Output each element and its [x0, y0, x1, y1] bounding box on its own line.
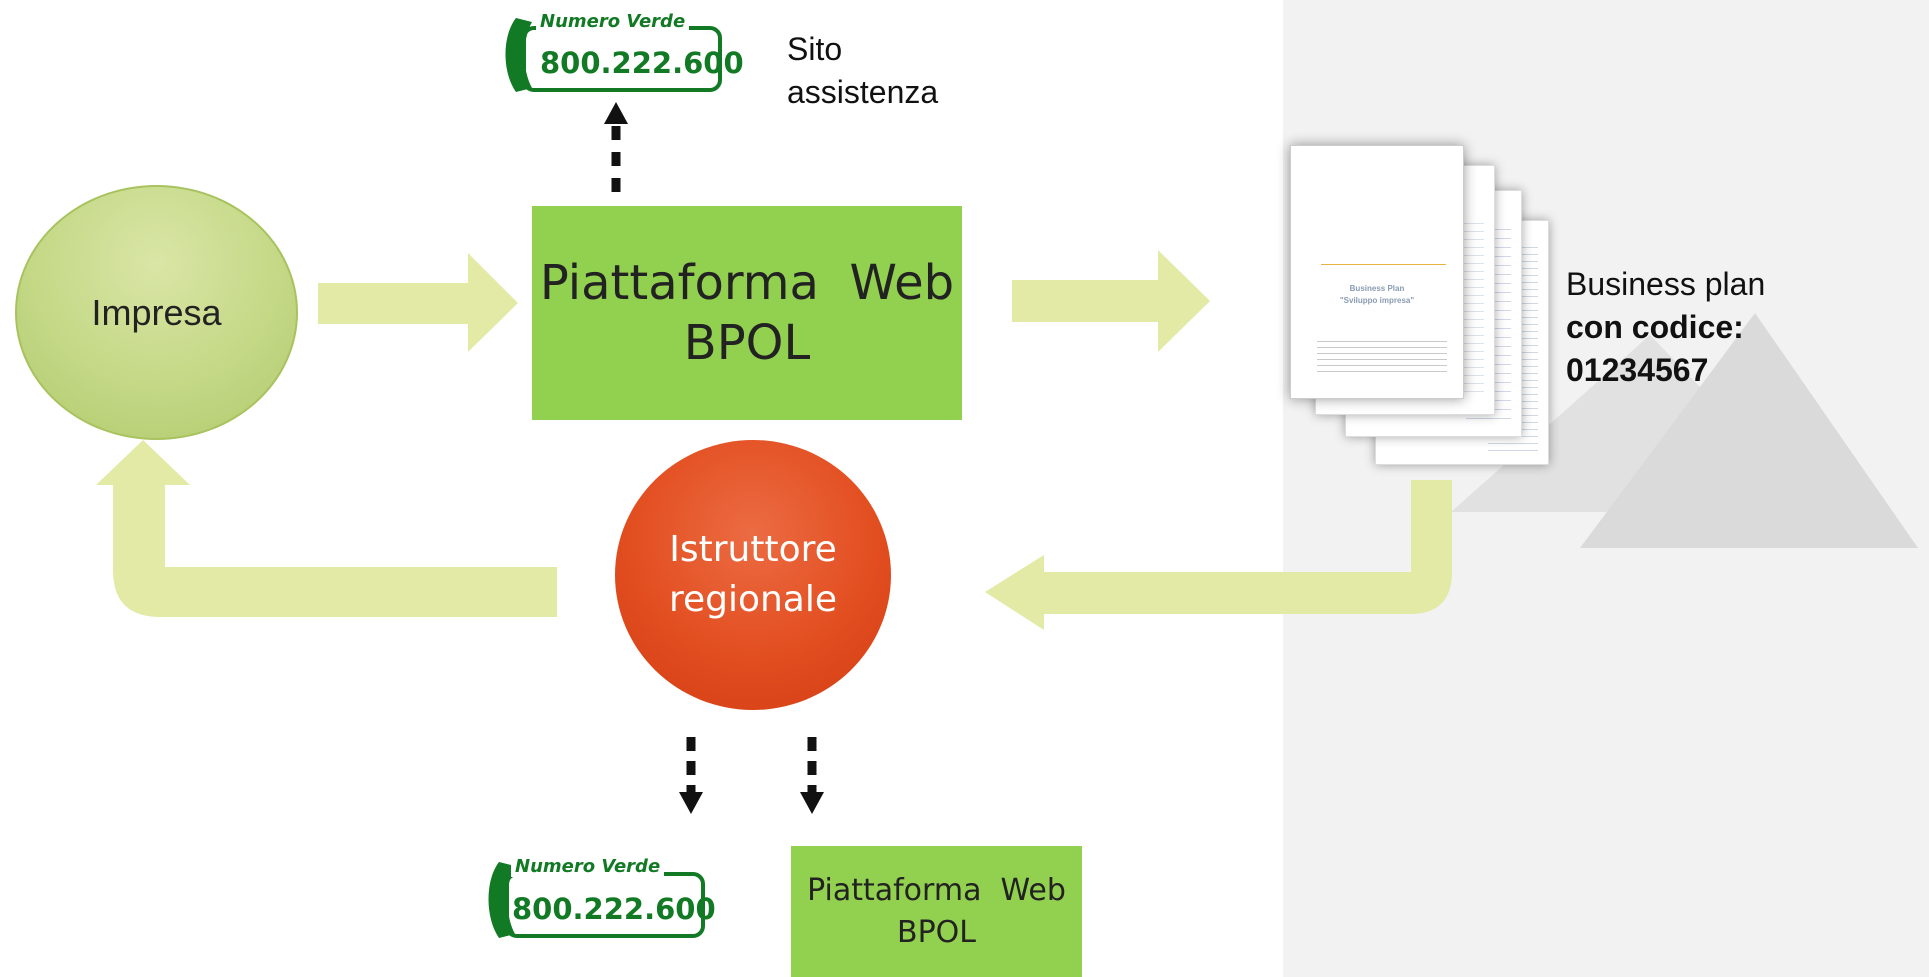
sito-line1: Sito	[787, 31, 843, 67]
arrow-impresa-to-platform	[318, 253, 518, 352]
doc-title: Business Plan	[1349, 284, 1405, 293]
doc-divider	[1321, 264, 1446, 265]
phone-handset-icon-2	[488, 862, 515, 938]
impresa-label: Impresa	[91, 291, 222, 333]
phone-badge-bottom-frame	[488, 862, 705, 938]
platform-small-line2: BPOL	[897, 914, 976, 950]
business-plan-line1: Business plan	[1566, 266, 1766, 302]
business-plan-documents: Business Plan "Sviluppo impresa"	[1285, 140, 1555, 480]
arrow-istruttore-to-impresa	[96, 440, 557, 617]
sito-line2: assistenza	[787, 74, 939, 111]
phone-handset-icon	[505, 18, 532, 92]
business-plan-code: 01234567	[1566, 352, 1709, 389]
business-plan-label: Business plan con codice: 01234567	[1566, 263, 1765, 393]
business-plan-line2: con codice:	[1566, 309, 1744, 346]
doc-page-front: Business Plan "Sviluppo impresa"	[1290, 145, 1464, 399]
doc-subtitle: "Sviluppo impresa"	[1339, 296, 1415, 305]
phone-bottom-number: 800.222.600	[512, 892, 716, 926]
platform-small-line1: Piattaforma Web	[807, 872, 1066, 908]
impresa-node: Impresa	[15, 185, 298, 440]
istruttore-line2: regionale	[668, 579, 838, 620]
dashed-arrow-down-right-head	[800, 792, 824, 814]
arrow-businessplan-to-istruttore	[985, 480, 1452, 630]
platform-small-box: Piattaforma Web BPOL	[791, 846, 1082, 977]
platform-main-line1: Piattaforma Web	[539, 255, 955, 311]
arrow-platform-to-businessplan	[1012, 250, 1210, 352]
platform-main-line2: BPOL	[683, 315, 811, 371]
phone-badge-bottom: Numero Verde 800.222.600	[479, 850, 716, 945]
dashed-arrow-down-left-head	[679, 792, 703, 814]
background-triangle-large	[1580, 313, 1918, 548]
dashed-arrow-up-head	[604, 102, 628, 124]
phone-top-title: Numero Verde	[536, 11, 690, 32]
phone-badge-top: Numero Verde 800.222.600	[496, 6, 744, 96]
istruttore-line1: Istruttore	[669, 528, 837, 570]
phone-top-number: 800.222.600	[540, 46, 744, 80]
platform-main-box: Piattaforma Web BPOL	[532, 206, 962, 420]
phone-bottom-title: Numero Verde	[511, 856, 665, 877]
doc-table-lines	[1317, 336, 1447, 372]
sito-assistenza-label: Sito assistenza	[787, 28, 938, 114]
istruttore-node: Istruttore regionale	[615, 440, 891, 710]
